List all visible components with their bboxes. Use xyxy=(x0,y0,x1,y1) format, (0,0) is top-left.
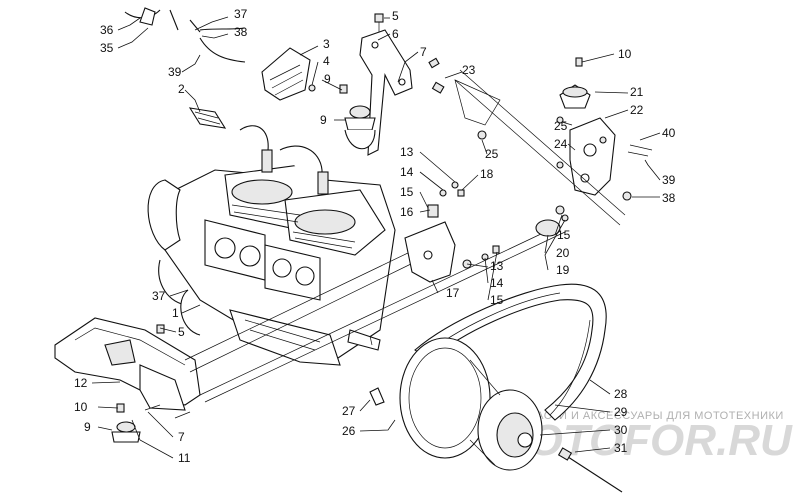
callout-37: 37 xyxy=(152,289,166,303)
engine-mount-plates xyxy=(54,224,566,411)
callout-35: 38 xyxy=(234,25,248,39)
callout-13-bottom: 13 xyxy=(490,259,504,273)
callout-40: 40 xyxy=(662,126,676,140)
callout-11: 11 xyxy=(178,451,191,465)
watermark-tagline: ЗАПЧАСТИ И АКСЕССУАРЫ ДЛЯ МОТОТЕХНИКИ xyxy=(505,410,784,422)
callout-33: 36 xyxy=(100,23,114,37)
engine-bracket xyxy=(404,221,456,283)
callout-4: 4 xyxy=(323,54,330,68)
callout-17: 17 xyxy=(446,286,460,300)
callout-2: 2 xyxy=(178,82,185,96)
callout-39: 39 xyxy=(662,173,676,187)
callout-38: 38 xyxy=(662,191,676,205)
callout-23: 23 xyxy=(462,63,476,77)
callout-8: 9 xyxy=(324,72,331,86)
callout-3: 3 xyxy=(323,37,330,51)
callout-6: 6 xyxy=(392,27,399,41)
callout-5-bottom: 5 xyxy=(178,325,185,339)
callout-7-bottom: 7 xyxy=(178,430,185,444)
callout-28: 28 xyxy=(614,387,628,401)
drive-clutch-and-belt xyxy=(369,283,623,493)
coolant-hoses xyxy=(124,7,246,63)
cover-plate xyxy=(261,47,311,101)
callout-15-bottom: 15 xyxy=(490,293,504,307)
gasket xyxy=(188,107,227,129)
engine-assembly xyxy=(147,125,396,366)
callout-16: 16 xyxy=(400,205,414,219)
callout-27: 27 xyxy=(342,404,356,418)
callout-21: 21 xyxy=(630,85,644,99)
callout-15-right: 15 xyxy=(557,228,571,242)
callout-1: 1 xyxy=(172,306,179,320)
callout-34: 37 xyxy=(234,7,248,21)
callout-26: 26 xyxy=(342,424,356,438)
callout-36: 39 xyxy=(168,65,182,79)
callout-25-right: 25 xyxy=(554,119,568,133)
callout-7-top: 7 xyxy=(420,45,427,59)
callout-29: 29 xyxy=(614,405,628,419)
callout-20: 20 xyxy=(556,246,570,260)
fasteners xyxy=(116,13,653,419)
callout-14-bottom: 14 xyxy=(490,276,504,290)
callout-18: 18 xyxy=(480,167,494,181)
callout-22: 22 xyxy=(630,103,644,117)
callout-14-top: 14 xyxy=(400,165,414,179)
callout-31: 31 xyxy=(614,441,628,455)
callout-labels: 36 35 37 38 39 2 3 4 9 9 5 6 7 23 10 21 … xyxy=(74,7,676,465)
callout-9-bottom: 9 xyxy=(84,420,91,434)
callout-15-top: 15 xyxy=(400,185,414,199)
callout-25-mid: 25 xyxy=(485,147,499,161)
callout-12: 12 xyxy=(74,376,88,390)
callout-13-top: 13 xyxy=(400,145,414,159)
callout-10-bottom: 10 xyxy=(74,400,88,414)
leader-lines xyxy=(91,16,661,459)
callout-19: 19 xyxy=(556,263,570,277)
callout-30: 30 xyxy=(614,423,628,437)
callout-32: 35 xyxy=(100,41,114,55)
callout-5-top: 5 xyxy=(392,9,399,23)
callout-24: 24 xyxy=(554,137,568,151)
torque-stop-bracket xyxy=(454,69,626,226)
callout-9-top: 9 xyxy=(320,113,327,127)
callout-10-top: 10 xyxy=(618,47,632,61)
